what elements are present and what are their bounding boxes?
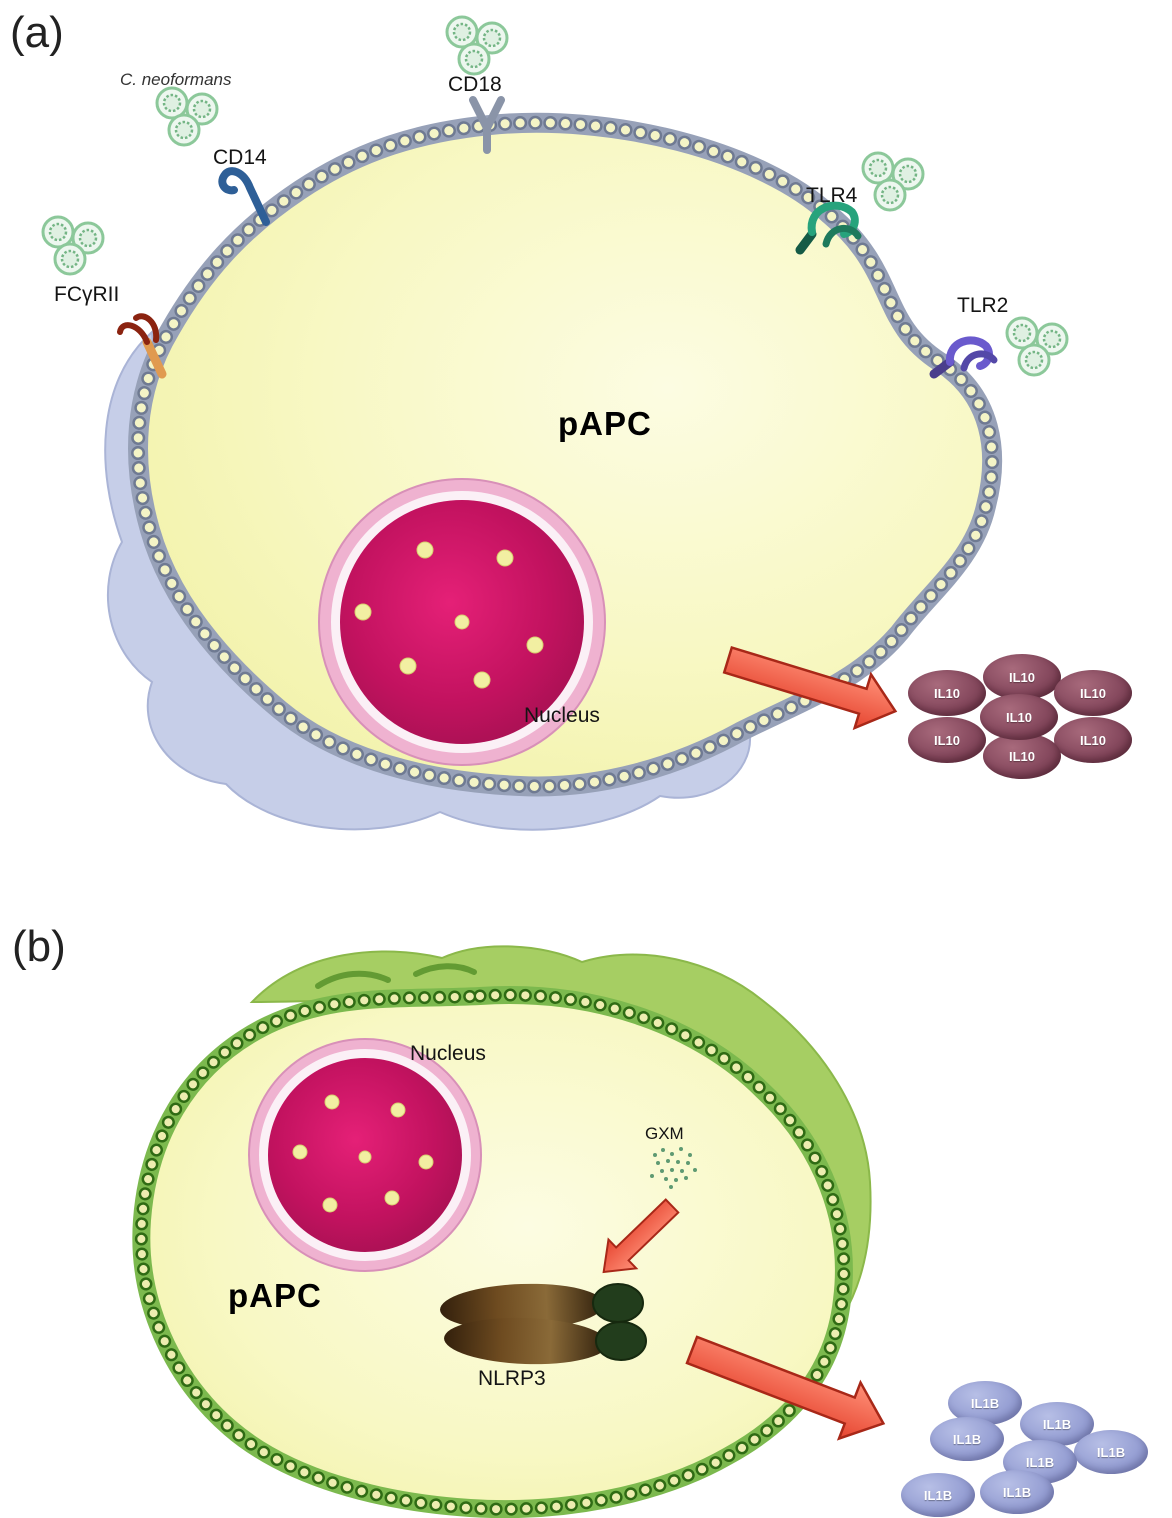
il10-cytokine: IL10 [980, 694, 1058, 740]
papc-label-b: pAPC [228, 1277, 322, 1314]
gxm-arrow [602, 1198, 680, 1274]
il10-cytokine: IL10 [983, 654, 1061, 700]
yeast-cluster-tlr2 [1005, 316, 1069, 377]
papc-label-a: pAPC [558, 405, 652, 442]
nucleus-b [248, 1038, 482, 1272]
nucleus-label-b: Nucleus [410, 1042, 486, 1065]
cd14-label: CD14 [213, 146, 267, 169]
secretion-arrow-b [685, 1335, 886, 1441]
panel-a-art [41, 15, 1069, 831]
panel-b-art [132, 945, 886, 1518]
nucleus-a [318, 478, 606, 766]
pathogen-label: C. neoformans [120, 70, 232, 89]
il1b-cytokine: IL1B [930, 1417, 1004, 1461]
papc-cell-b [132, 986, 853, 1518]
tlr4-receptor [795, 201, 862, 255]
il10-cytokine: IL10 [983, 733, 1061, 779]
tlr2-receptor [929, 336, 998, 379]
il10-cytokine: IL10 [1054, 670, 1132, 716]
il1b-cytokine: IL1B [980, 1470, 1054, 1514]
gxm-particles [650, 1147, 697, 1189]
tlr4-label: TLR4 [806, 184, 858, 207]
secretion-arrow-a [722, 646, 898, 731]
fcgrii-receptor [117, 313, 167, 379]
green-blob-accent [315, 963, 477, 989]
panel-b-label: (b) [12, 922, 66, 971]
yeast-cluster-fcgrii [41, 215, 105, 276]
gxm-label: GXM [645, 1124, 684, 1143]
nucleus-label-a: Nucleus [524, 704, 600, 727]
il1b-cytokine: IL1B [1074, 1430, 1148, 1474]
il10-cytokine: IL10 [1054, 717, 1132, 763]
cd18-label: CD18 [448, 73, 502, 96]
tlr2-label: TLR2 [957, 294, 1009, 317]
panel-a-label: (a) [10, 8, 64, 57]
il1b-cytokine: IL1B [901, 1473, 975, 1517]
yeast-cluster-tlr4 [861, 151, 925, 212]
cd18-receptor [469, 96, 505, 154]
fcgrii-label: FCγRII [54, 283, 120, 306]
yeast-cluster-cd18 [445, 15, 509, 76]
nlrp3-inflammasome [440, 1283, 647, 1365]
il10-cytokine: IL10 [908, 670, 986, 716]
il1b-cytokine: IL1B [948, 1381, 1022, 1425]
membrane-beads-a [131, 115, 1000, 794]
nlrp3-label: NLRP3 [478, 1367, 546, 1390]
cd14-receptor [218, 167, 270, 226]
yeast-cluster-near-label [155, 86, 219, 147]
il10-cytokine: IL10 [908, 717, 986, 763]
